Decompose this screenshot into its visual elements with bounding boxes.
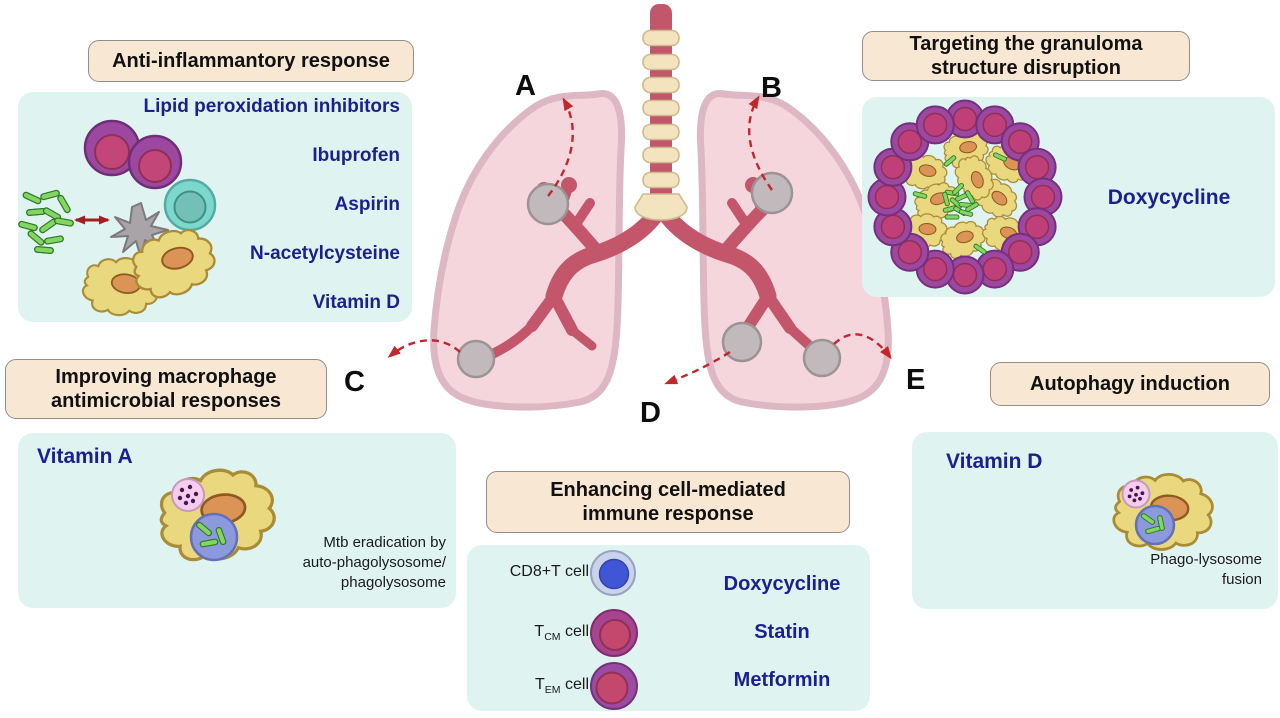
drug-item: N-acetylcysteine [250, 243, 400, 264]
header-autophagy: Autophagy induction [990, 362, 1270, 406]
tcm-label: TCM cell [534, 623, 589, 643]
lysosome [1121, 479, 1151, 509]
arrow-B [748, 95, 773, 191]
panel-granuloma-disruption: Doxycycline [862, 97, 1275, 297]
region-label-E: E [906, 364, 926, 396]
phagosome [189, 512, 239, 562]
phagosome [1134, 504, 1176, 546]
tem-cell [590, 662, 638, 710]
header-macrophage-responses: Improving macrophage antimicrobial respo… [5, 359, 327, 419]
drug-doxycycline: Doxycycline [1107, 186, 1231, 209]
region-label-D: D [640, 397, 661, 429]
drug-doxycycline-2: Doxycycline [723, 573, 841, 595]
teal-cell [163, 178, 217, 232]
region-label-C: C [344, 366, 365, 398]
arrow-D [664, 350, 731, 385]
drug-statin: Statin [754, 621, 810, 643]
granuloma-A [526, 182, 570, 226]
granuloma-illustration [867, 99, 1063, 295]
drug-item: Lipid peroxidation inhibitors [143, 96, 401, 117]
header-cell-mediated: Enhancing cell-mediated immune response [486, 471, 850, 533]
leader-arrows [387, 95, 892, 385]
drug-metformin: Metformin [733, 669, 831, 691]
granuloma-lymphocyte-ring [867, 99, 1063, 295]
drug-item: Aspirin [334, 194, 400, 215]
macrophage-phagolysosome-illustration [154, 463, 280, 567]
panel-autophagy: Vitamin D Phago-lysosome fusion [912, 432, 1278, 609]
tem-label: TEM cell [535, 676, 589, 696]
immune-cell-pair [83, 119, 183, 190]
t-cell-illustrations [590, 550, 638, 710]
autophagy-illustration [1110, 468, 1217, 556]
header-anti-inflammatory: Anti-inflammantory response [88, 40, 414, 82]
arrow-A [547, 97, 574, 197]
granuloma-B [750, 171, 794, 215]
drug-item: Ibuprofen [312, 145, 400, 166]
drug-vitamin-d: Vitamin D [946, 450, 1043, 473]
granuloma-D [721, 321, 763, 363]
arrow-E [833, 333, 892, 360]
macrophage-note: Mtb eradication by auto-phagolysosome/ p… [302, 534, 446, 591]
cd8-label: CD8+T cell [509, 563, 589, 580]
lysosome [171, 478, 205, 512]
panel-cell-mediated: CD8+T cell TCM cell TEM cell Doxycycline… [467, 545, 870, 711]
drug-vitamin-a: Vitamin A [37, 445, 133, 468]
trachea [634, 4, 688, 221]
header-granuloma-disruption: Targeting the granuloma structure disrup… [862, 31, 1190, 81]
granuloma-C [456, 339, 496, 379]
granulomas [456, 171, 842, 379]
cd8-t-cell [590, 550, 636, 596]
granuloma-E [802, 338, 842, 378]
region-label-B: B [761, 72, 782, 104]
panel-macrophage-responses: Vitamin A Mtb eradication by auto-phagol… [18, 433, 456, 608]
panel-anti-inflammatory: Lipid peroxidation inhibitors Ibuprofen … [18, 92, 412, 322]
anti-inflammatory-illustration [18, 119, 222, 322]
region-label-A: A [515, 70, 536, 102]
drug-item: Vitamin D [312, 292, 400, 313]
tcm-cell [590, 609, 638, 657]
arrow-C [387, 339, 461, 358]
lungs-illustration [387, 4, 892, 411]
autophagy-note: Phago-lysosome fusion [1150, 551, 1262, 588]
